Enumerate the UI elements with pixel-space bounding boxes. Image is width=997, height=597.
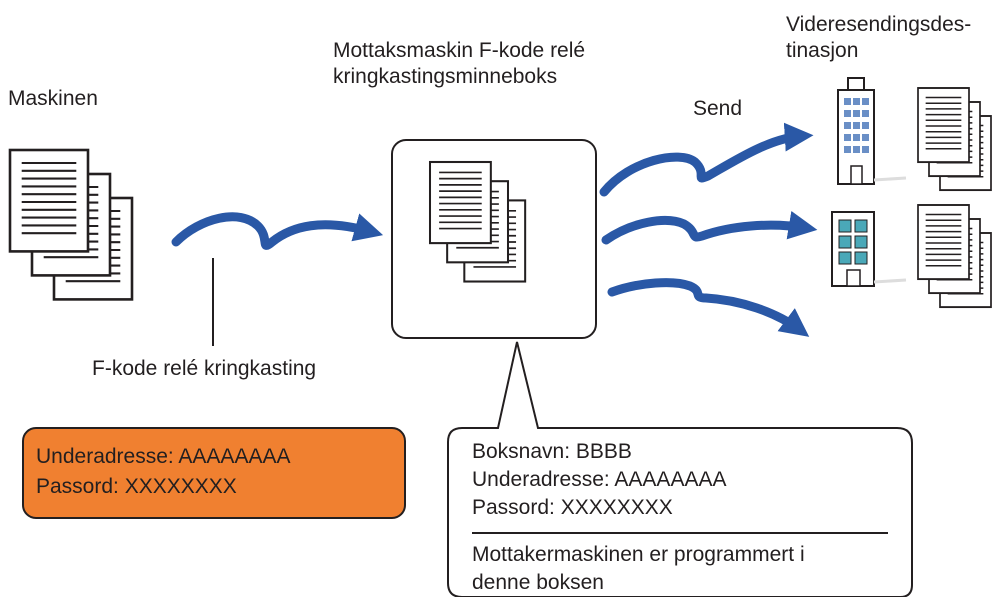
send-arrow-top-icon — [599, 122, 814, 197]
callout-password: Passord: XXXXXXXX — [472, 496, 673, 519]
send-arrow-bottom-icon — [607, 278, 810, 337]
send-arrow-middle-icon — [601, 210, 818, 245]
destination-top-document-stack-icon — [918, 88, 991, 190]
relay-broadcast-label: F-kode relé kringkasting — [92, 357, 317, 380]
callout-subaddress: Underadresse: AAAAAAAA — [472, 468, 727, 491]
destination-label-line2: tinasjon — [786, 39, 859, 62]
relay-box-title-line2: kringkastingsminneboks — [333, 65, 558, 88]
sender-settings-box: Underadresse: AAAAAAAA Passord: XXXXXXXX — [22, 427, 406, 519]
source-machine-label: Maskinen — [8, 87, 98, 110]
small-building-icon — [831, 211, 907, 287]
office-building-icon — [837, 77, 907, 185]
sender-password: Passord: XXXXXXXX — [36, 475, 237, 498]
callout-note-line1: Mottakermaskinen er programmert i — [472, 543, 805, 566]
relay-box-title-line1: Mottaksmaskin F-kode relé — [333, 39, 586, 62]
relay-arrow-icon — [171, 212, 384, 250]
destination-label-line1: Videresendingsdes- — [786, 13, 972, 36]
send-label: Send — [693, 97, 743, 120]
callout-note-line2: denne boksen — [472, 571, 604, 594]
sender-subaddress: Underadresse: AAAAAAAA — [36, 445, 291, 468]
source-document-stack-icon — [10, 150, 132, 299]
callout-box-name: Boksnavn: BBBB — [472, 440, 632, 463]
destination-middle-document-stack-icon — [918, 205, 991, 307]
